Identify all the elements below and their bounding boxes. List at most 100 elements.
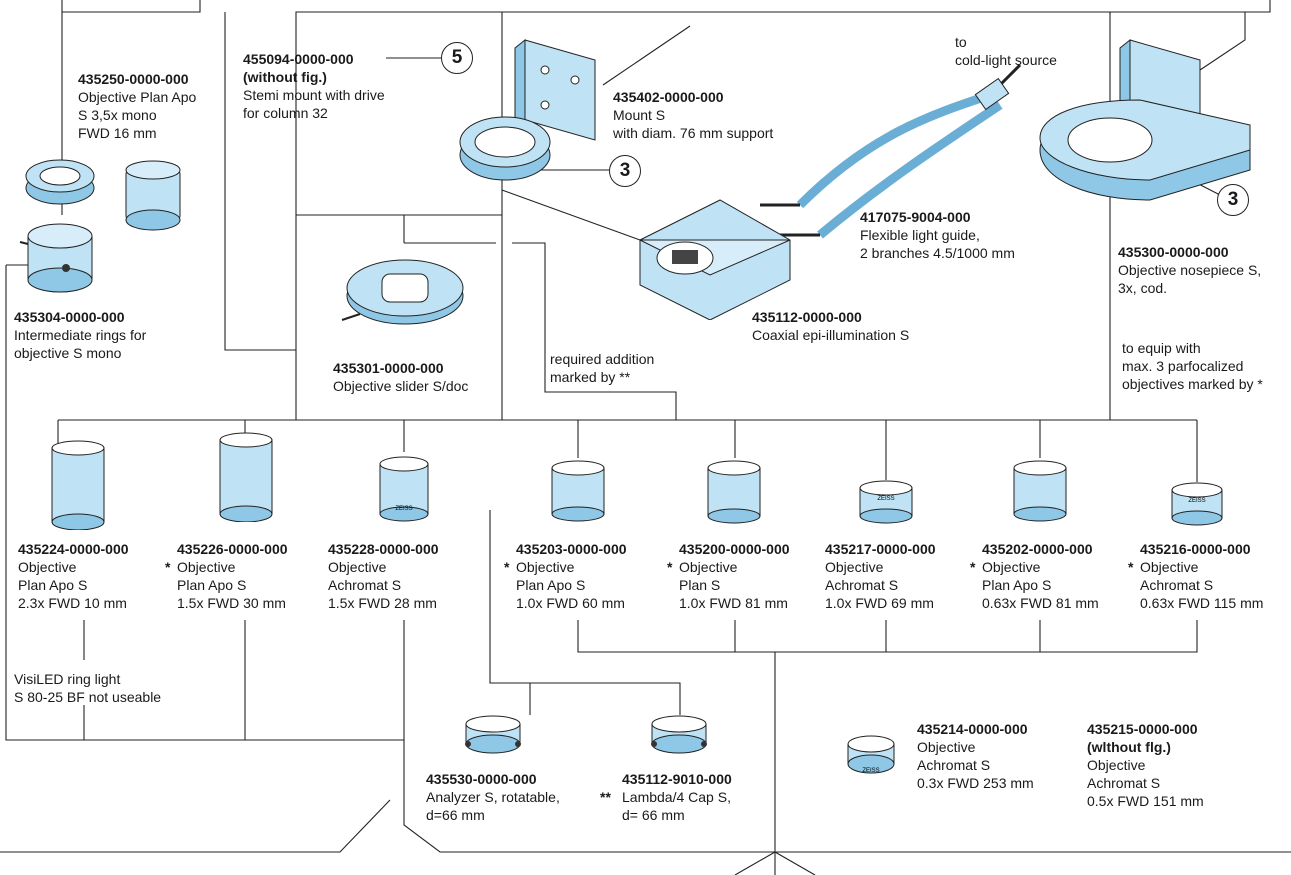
desc-line: with diam. 76 mm support [613,125,774,141]
desc-line: objective S mono [14,345,122,361]
desc-line: d=66 mm [426,807,485,823]
part-number: 435304-0000-000 [14,309,125,325]
desc-line: Achromat S [1087,775,1161,791]
objective-spec: 1.0x FWD 60 mm [516,595,625,611]
star-marker: * [165,559,171,575]
part-435530: 435530-0000-000 Analyzer S, rotatable, d… [426,770,560,824]
star-marker: ** [600,789,611,805]
objective-03x-illustration: ZEISS [847,735,895,774]
note-line: to [955,34,967,50]
desc-line: FWD 16 mm [78,125,157,141]
zeiss-logo: ZEISS [862,768,879,774]
star-marker: * [970,559,976,575]
objective-name: * Objective [165,558,288,576]
objective-slider-illustration [341,259,464,325]
objective-name: Objective [18,558,129,576]
part-number: 435224-0000-000 [18,541,129,557]
objective-435200: 435200-0000-000 * Objective Plan S 1.0x F… [667,540,790,612]
objective-illustration-1 [51,440,105,530]
part-number: 435214-0000-000 [917,721,1028,737]
part-number: 455094-0000-000 [243,51,354,67]
note-line: to equip with [1122,340,1201,356]
objective-nosepiece-illustration [1039,38,1251,201]
objective-type: Plan S [679,577,721,593]
objective-name: Objective [825,558,936,576]
objective-spec: 1.0x FWD 81 mm [679,595,788,611]
star-marker: * [504,559,510,575]
objective-435202: 435202-0000-000 *Objective Plan Apo S 0.… [970,540,1099,612]
part-417075: 417075-9004-000 Flexible light guide, 2 … [860,208,1015,262]
desc-line: Flexible light guide, [860,227,980,243]
name-text: Objective [18,559,77,575]
objective-name: * Objective [970,558,1099,576]
desc-line: d= 66 mm [622,807,685,823]
zeiss-logo: ZEISS [877,496,894,502]
part-number: 435203-0000-000 [516,541,627,557]
light-guide-illustration [760,63,1022,239]
note-line: max. 3 parfocalized [1122,358,1244,374]
objective-435216: 435216-0000-000 *Objective Achromat S 0.… [1128,540,1263,612]
desc-text: Lambda/4 Cap S, [622,789,731,805]
objective-435224: 435224-0000-000 Objective Plan Apo S 2.3… [18,540,129,612]
part-455094: 455094-0000-000 (without fig.) Stemi mou… [243,50,385,122]
desc-line: Objective Plan Apo [78,89,197,105]
part-number: 435112-9010-000 [622,771,732,787]
part-435300: 435300-0000-000 Objective nosepiece S, 3… [1118,243,1261,297]
objective-plan-apo-mono-illustration [125,160,181,231]
desc-line: Achromat S [917,757,991,773]
zeiss-logo: ZEISS [1188,498,1205,504]
objective-type: Plan Apo S [18,577,88,593]
objective-435217: 435217-0000-000 Objective Achromat S 1.0… [825,540,936,612]
part-number: 435402-0000-000 [613,89,724,105]
visiled-note: VisiLED ring light S 80-25 BF not useabl… [14,670,161,706]
part-number: 435228-0000-000 [328,541,439,557]
required-addition-note: required addition marked by ** [550,350,654,386]
name-text: Objective [177,559,236,575]
part-435112: 435112-0000-000 Coaxial epi-illumination… [752,308,909,344]
callout-5: 5 [441,42,473,74]
objective-type: Achromat S [328,577,402,593]
desc-line: Intermediate rings for [14,327,147,343]
intermediate-ring-tall-illustration [19,223,93,293]
note-line: S 80-25 BF not useable [14,689,162,705]
part-435112-9010: 435112-9010-000 ** Lambda/4 Cap S, d= 66 … [600,770,732,824]
part-sub: (without fig.) [243,69,327,85]
star-marker: * [667,559,673,575]
name-text: Objective [679,559,738,575]
objective-spec: 0.63x FWD 81 mm [982,595,1099,611]
objective-illustration-4 [551,460,605,522]
part-number: 435530-0000-000 [426,771,537,787]
desc-line: 2 branches 4.5/1000 mm [860,245,1015,261]
part-number: 435202-0000-000 [982,541,1093,557]
desc-line: 0.3x FWD 253 mm [917,775,1034,791]
part-435402: 435402-0000-000 Mount S with diam. 76 mm… [613,88,773,142]
objective-name: * Objective [667,558,790,576]
note-line: VisiLED ring light [14,671,121,687]
objective-illustration-7 [1013,460,1067,522]
objective-spec: 1.0x FWD 69 mm [825,595,934,611]
name-text: Objective [982,559,1041,575]
objective-type: Achromat S [1140,577,1214,593]
intermediate-ring-illustration [25,159,95,205]
objective-435228: 435228-0000-000 Objective Achromat S 1.5… [328,540,439,612]
objective-name: * Objective [504,558,627,576]
part-number: 435215-0000-000 [1087,721,1198,737]
part-number: 435200-0000-000 [679,541,790,557]
part-number: 435226-0000-000 [177,541,288,557]
objective-type: Achromat S [825,577,899,593]
part-number: 435217-0000-000 [825,541,936,557]
objective-name: *Objective [1128,558,1263,576]
desc-line: Analyzer S, rotatable, [426,789,560,805]
objective-type: Plan Apo S [516,577,586,593]
part-number: 435216-0000-000 [1140,541,1251,557]
part-435214: 435214-0000-000 Objective Achromat S 0.3… [917,720,1034,792]
name-text: Objective [516,559,575,575]
callout-3-mount: 3 [609,155,641,187]
cold-light-note: to cold-light source [955,33,1057,69]
part-435301: 435301-0000-000 Objective slider S/doc [333,359,468,395]
objective-435226: 435226-0000-000 *Objective Plan Apo S 1.… [165,540,288,612]
equip-note: to equip with max. 3 parfocalized object… [1122,339,1263,393]
part-number: 417075-9004-000 [860,209,971,225]
objective-type: Plan Apo S [177,577,247,593]
